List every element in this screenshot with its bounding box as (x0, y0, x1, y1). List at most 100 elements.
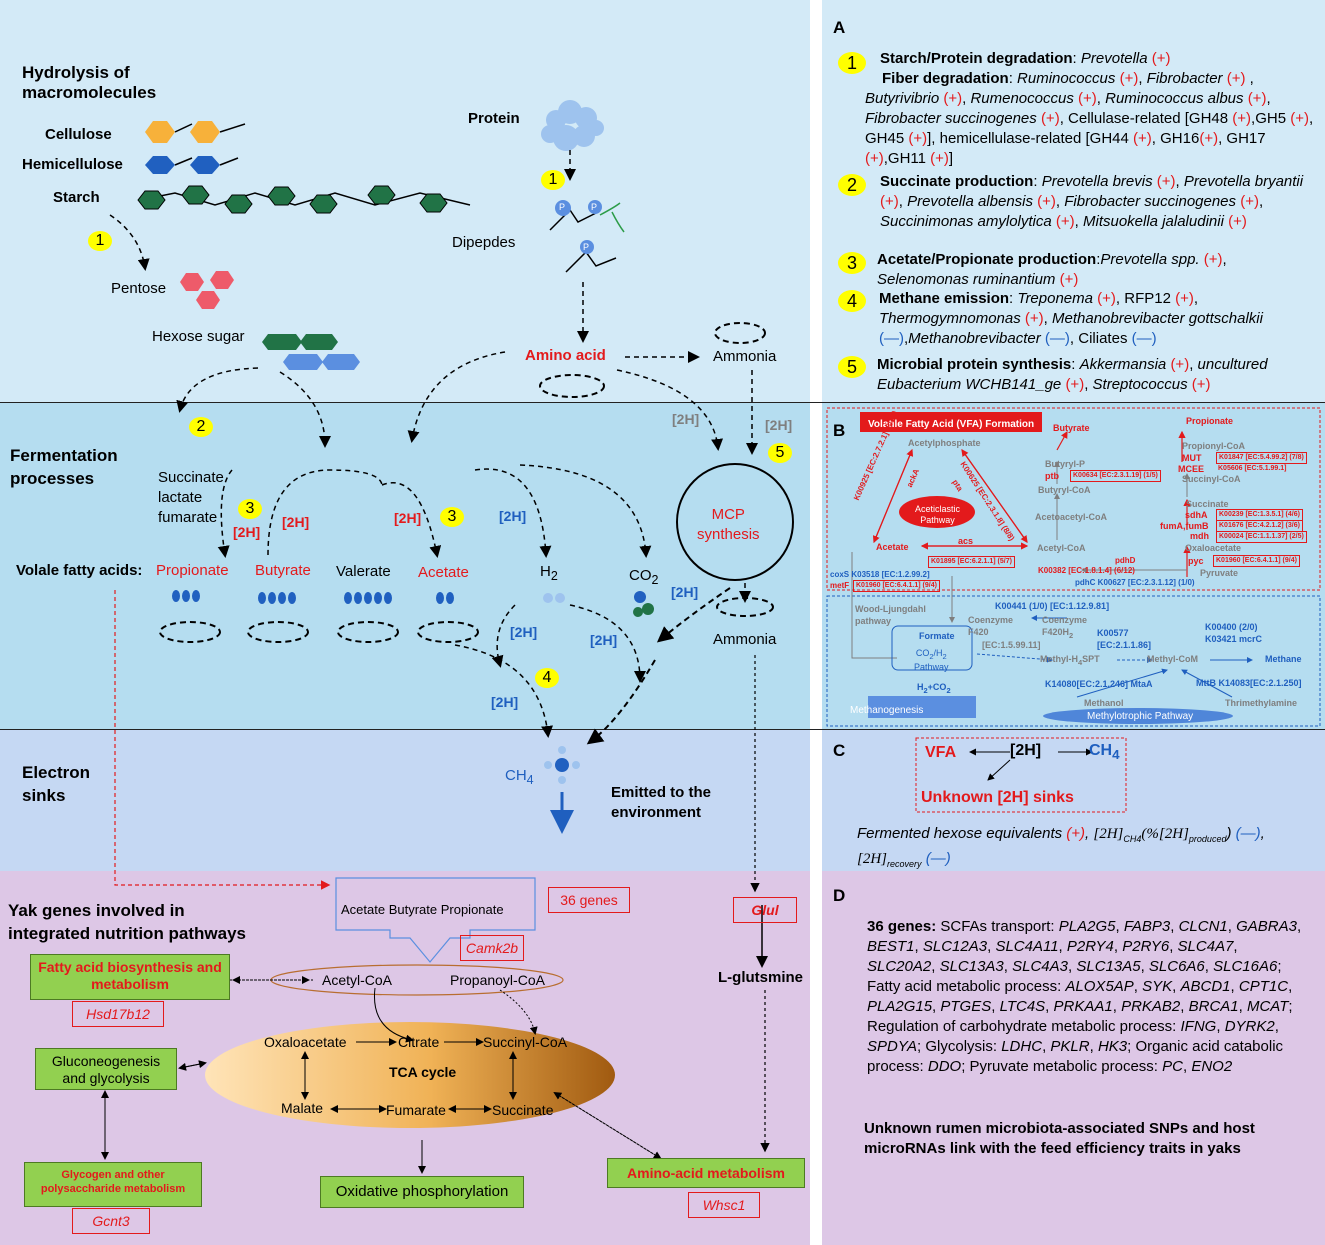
panel-c-letter: C (833, 741, 846, 760)
camk2b-box: Camk2b (460, 935, 524, 961)
pentose-icon (180, 271, 234, 309)
vfa-label: Volale fatty acids: (16, 562, 143, 579)
c-unknown-label: Unknown [2H] sinks (921, 789, 1074, 806)
panel-d-footer: Unknown rumen microbiota-associated SNPs… (864, 1120, 1255, 1157)
acetyl-coa-b-label: Acetyl-CoA (1037, 543, 1086, 553)
protein-label: Protein (468, 110, 520, 127)
h-blue-4: [2H] (590, 632, 618, 648)
lglut-label: L-glutsmine (718, 969, 803, 986)
c-hexose-line: Fermented hexose equivalents (+), [2H]CH… (857, 825, 1265, 869)
methane-icon (544, 746, 580, 834)
panel-b-letter: B (833, 421, 846, 440)
vfa-box-label: Acetate Butyrate Propionate (341, 902, 504, 917)
h-red-1: [2H] (233, 524, 261, 540)
panel-a-badge-2: 2 (838, 174, 866, 196)
propionyl-coa-label: Propionyl-CoA (1182, 441, 1245, 451)
panel-a-badge-5: 5 (838, 356, 866, 378)
panel-b-band (822, 402, 1325, 729)
mttb-label: MttB K14083[EC:2.1.250] (1196, 678, 1302, 688)
h-blue-1: [2H] (499, 508, 527, 524)
dipeptides-label: Dipepdes (452, 234, 516, 251)
acetate-b-label: Acetate (876, 542, 909, 552)
succinyl-coa-label: Succinyl-CoA (483, 1034, 568, 1050)
glul-box: Glul (733, 897, 797, 923)
phosphate-label-3: P (583, 242, 590, 252)
vfa-formation-title: Volatile Fatty Acid (VFA) Formation (868, 419, 1035, 430)
co2-label: CO2 (629, 567, 659, 587)
cellulose-molecule-icon (145, 121, 246, 143)
diagram-graphics (101, 100, 794, 1174)
butyryl-coa-label: Butyryl-CoA (1038, 485, 1091, 495)
methylotrophic-label: Methylotrophic Pathway (1087, 711, 1194, 722)
k01960b-box: K01960 [EC:6.4.1.1] (9/4) (1213, 555, 1300, 567)
c-h2-label: [2H] (1010, 742, 1042, 759)
ammonia-label-top: Ammonia (713, 348, 777, 365)
mut-label: MUT (1182, 453, 1202, 463)
panel-a-item-2: Succinate production: Prevotella brevis … (880, 173, 1304, 230)
succinate-b-label: Succinate (1186, 499, 1229, 509)
k14080-label: K14080[EC:2.1.246] MtaA (1045, 679, 1153, 689)
malate-label: Malate (281, 1100, 324, 1116)
step-badge-2: 2 (189, 417, 213, 437)
h-gray-1: [2H] (672, 411, 700, 427)
coxs-label: coxS K03518 [EC:1.2.99.2] (830, 570, 930, 579)
ptb-label: ptb (1045, 471, 1059, 481)
pyruvate-label: Pyruvate (1200, 568, 1239, 578)
protein-icon (541, 100, 604, 151)
acs-label: acs (958, 536, 974, 546)
panel-a-badge-4: 4 (838, 290, 866, 312)
mcp-circle (676, 463, 794, 581)
phosphate-label-2: P (591, 202, 598, 212)
whsc1-box: Whsc1 (688, 1192, 760, 1218)
hexose-icon (262, 334, 360, 370)
sdha-label: sdhA (1185, 510, 1208, 520)
electron-band (0, 729, 810, 871)
methanogenesis-label: Methanogenesis (850, 705, 924, 716)
c-vfa-label: VFA (925, 744, 957, 761)
fumarate-label: Fumarate (386, 1102, 446, 1118)
panel-c-graphics (915, 737, 1127, 813)
propionate-label: Propionate (156, 562, 229, 579)
k00577-label: K00577[EC:2.1.1.86] (1097, 628, 1152, 650)
panel-d-band (822, 871, 1325, 1245)
phosphate-label-1: P (559, 202, 566, 212)
butyrate-label: Butyrate (255, 562, 311, 579)
oxaloacetate-b-label: Oxaloacetate (1185, 543, 1242, 553)
step-badge-1a: 1 (88, 231, 112, 251)
ammonia-label-mid: Ammonia (713, 631, 777, 648)
butyryl-p-label: Butyryl-P (1045, 459, 1086, 469)
oxphos-box[interactable]: Oxidative phosphorylation (320, 1176, 524, 1208)
valerate-label: Valerate (336, 563, 391, 580)
panel-c-band (822, 729, 1325, 871)
propanoyl-coa-label: Propanoyl-CoA (450, 972, 545, 988)
k05606-label: K05606 [EC:5.1.99.1] (1218, 465, 1287, 472)
recycle-icons (159, 322, 774, 643)
amino-acid-metabolism-box[interactable]: Amino-acid metabolism (607, 1158, 805, 1188)
panel-a-item-1: Starch/Protein degradation: Prevotella (… (880, 50, 1171, 67)
k00400-label: K00400 (2/0)K03421 mcrC (1205, 622, 1263, 644)
tca-label: TCA cycle (389, 1064, 457, 1080)
h-red-3: [2H] (394, 510, 422, 526)
h-red-2: [2H] (282, 514, 310, 530)
formate-label: Formate (919, 631, 955, 641)
pdhd-label: pdhD (1115, 556, 1136, 565)
h-blue-2: [2H] (671, 584, 699, 600)
panel-a-item-1b: Fiber degradation: Ruminococcus (+), Fib… (865, 70, 1314, 167)
butyrate-b-label: Butyrate (1053, 423, 1090, 433)
ec159911-label: [EC:1.5.99.11] (982, 640, 1041, 650)
methyl-h4spt-label: Methyl-H4SPT (1040, 654, 1100, 667)
citrate-label: Citrate (398, 1034, 440, 1050)
panel-a-letter: A (833, 18, 846, 37)
amino-acid-label: Amino acid (525, 347, 606, 364)
